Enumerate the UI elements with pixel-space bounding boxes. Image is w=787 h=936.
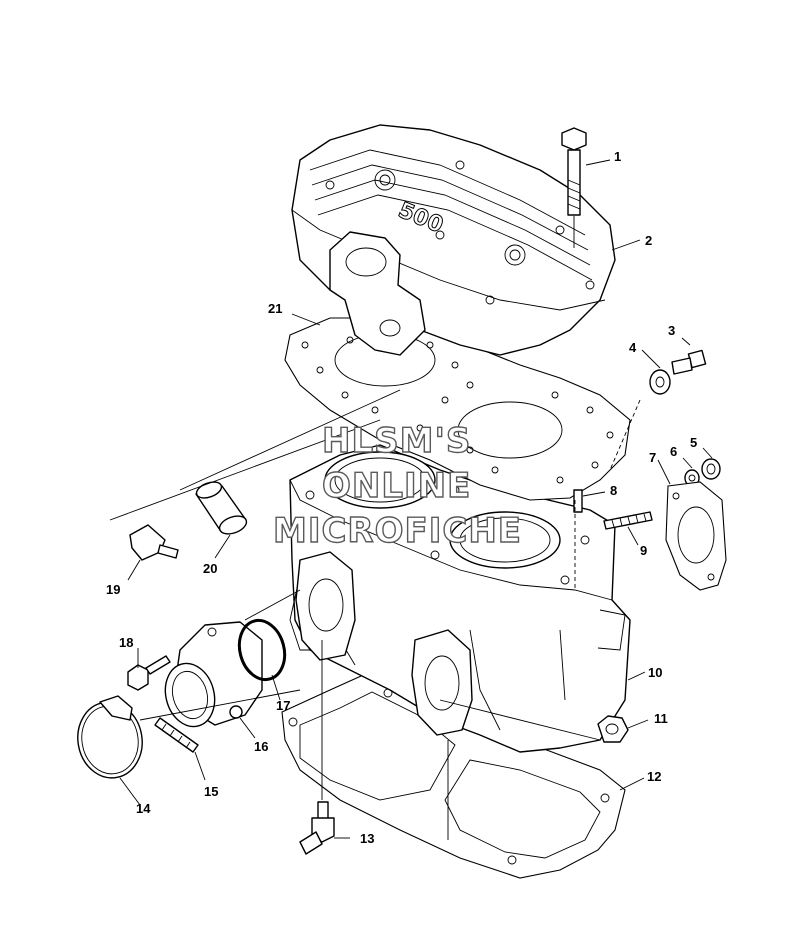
hose-clamp bbox=[77, 695, 143, 779]
callout-4: 4 bbox=[629, 340, 637, 355]
callout-3: 3 bbox=[668, 323, 675, 338]
exhaust-port-rear bbox=[411, 629, 473, 736]
callout-14: 14 bbox=[136, 801, 151, 816]
flange-nut bbox=[701, 458, 721, 480]
watermark: HLSM'S ONLINE MICROFICHE bbox=[272, 420, 522, 551]
hex-nut bbox=[597, 715, 629, 743]
flange-bolt bbox=[127, 655, 171, 691]
callout-10: 10 bbox=[648, 665, 662, 680]
callout-12: 12 bbox=[647, 769, 661, 784]
drain-screw bbox=[671, 349, 707, 375]
callout-2: 2 bbox=[645, 233, 652, 248]
callout-9: 9 bbox=[640, 543, 647, 558]
callout-17: 17 bbox=[276, 698, 290, 713]
o-ring bbox=[237, 618, 287, 682]
callout-13: 13 bbox=[360, 831, 374, 846]
callout-1: 1 bbox=[614, 149, 621, 164]
cylinder-block bbox=[289, 444, 631, 753]
exhaust-stud bbox=[603, 511, 653, 530]
intake-adaptor bbox=[164, 621, 263, 728]
watermark-line-3: MICROFICHE bbox=[273, 511, 522, 551]
callout-leaders bbox=[119, 159, 713, 839]
alignment-lines bbox=[109, 216, 641, 840]
callout-5: 5 bbox=[690, 435, 697, 450]
callout-labels: 1 2 3 4 5 6 7 8 9 10 11 12 13 14 15 16 1… bbox=[106, 149, 697, 846]
callout-20: 20 bbox=[203, 561, 217, 576]
lock-washer bbox=[684, 469, 700, 487]
exhaust-flange-gasket bbox=[665, 481, 727, 591]
clamp-screw bbox=[154, 717, 199, 753]
dowel-pin bbox=[573, 489, 583, 513]
elbow-fitting bbox=[299, 801, 335, 855]
head-bolt bbox=[561, 127, 587, 216]
callout-19: 19 bbox=[106, 582, 120, 597]
callout-15: 15 bbox=[204, 784, 218, 799]
callout-16: 16 bbox=[254, 739, 268, 754]
sealing-washer bbox=[649, 369, 671, 395]
exhaust-port-front bbox=[295, 551, 356, 661]
callout-21: 21 bbox=[268, 301, 282, 316]
callout-11: 11 bbox=[654, 711, 668, 726]
temperature-sensor bbox=[129, 524, 179, 561]
callout-8: 8 bbox=[610, 483, 617, 498]
thermostat-housing bbox=[329, 231, 426, 356]
callout-18: 18 bbox=[119, 635, 133, 650]
thermostat-sleeve bbox=[195, 481, 248, 535]
watermark-line-2: ONLINE bbox=[322, 466, 471, 506]
callout-6: 6 bbox=[670, 444, 677, 459]
callout-7: 7 bbox=[649, 450, 656, 465]
watermark-line-1: HLSM'S bbox=[322, 421, 471, 461]
